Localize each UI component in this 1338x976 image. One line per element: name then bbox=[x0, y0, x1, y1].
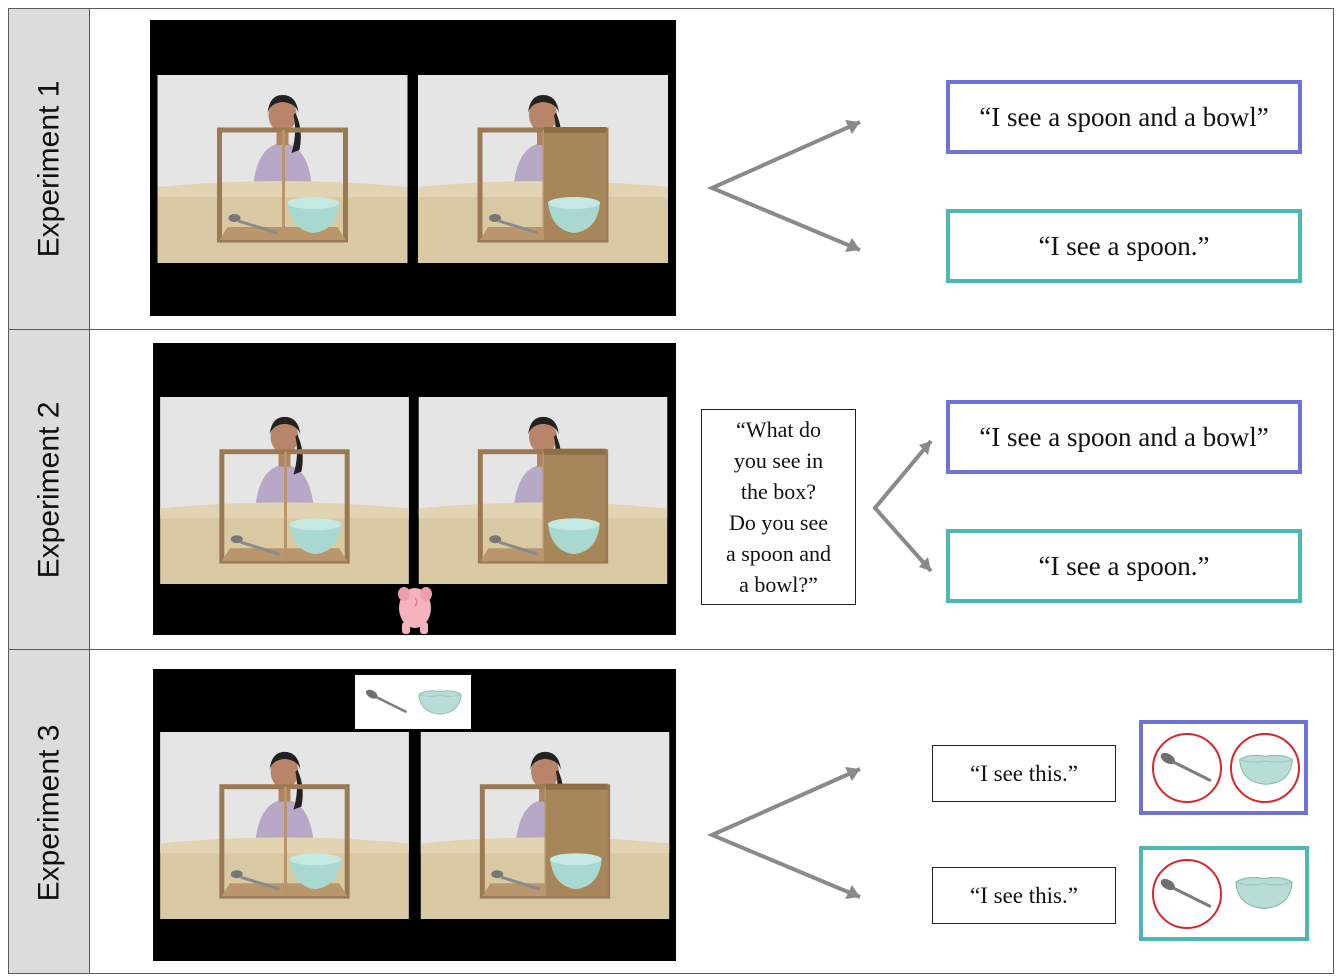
woman-photo-closed-box bbox=[418, 397, 668, 584]
row-divider bbox=[8, 329, 1334, 330]
row-label-experiment-3: Experiment 3 bbox=[32, 724, 65, 902]
row-label-experiment-1: Experiment 1 bbox=[32, 80, 65, 257]
row-divider bbox=[8, 649, 1334, 650]
label-column bbox=[8, 8, 90, 974]
bowl-icon bbox=[1231, 864, 1297, 918]
picture-response-both bbox=[1139, 720, 1308, 815]
woman-photo-open-box bbox=[157, 75, 408, 263]
woman-photo-closed-box bbox=[418, 75, 668, 263]
branch-arrows bbox=[706, 767, 861, 899]
picture-response-spoon bbox=[1139, 846, 1309, 941]
pig-icon bbox=[398, 587, 432, 634]
response-this-spoon: “I see this.” bbox=[932, 867, 1116, 924]
response-both: “I see a spoon and a bowl” bbox=[946, 80, 1302, 154]
table-frame bbox=[8, 8, 1334, 974]
question-box: “What do you see in the box? Do you see … bbox=[701, 409, 856, 605]
response-spoon: “I see a spoon.” bbox=[946, 529, 1302, 603]
woman-photo-open-box bbox=[160, 732, 409, 919]
spoon-icon bbox=[363, 679, 413, 723]
bowl-icon bbox=[1230, 733, 1300, 803]
woman-photo-closed-box bbox=[420, 732, 670, 919]
spoon-icon bbox=[1152, 733, 1222, 803]
bowl-icon bbox=[415, 679, 465, 723]
response-both: “I see a spoon and a bowl” bbox=[946, 400, 1302, 474]
response-spoon: “I see a spoon.” bbox=[946, 209, 1302, 283]
branch-arrows bbox=[706, 120, 861, 252]
woman-photo-open-box bbox=[160, 397, 409, 584]
branch-arrows bbox=[872, 439, 933, 573]
response-this-both: “I see this.” bbox=[932, 745, 1116, 802]
spoon-icon bbox=[1152, 859, 1222, 929]
object-cue-card bbox=[355, 675, 471, 729]
row-label-experiment-2: Experiment 2 bbox=[32, 401, 65, 578]
